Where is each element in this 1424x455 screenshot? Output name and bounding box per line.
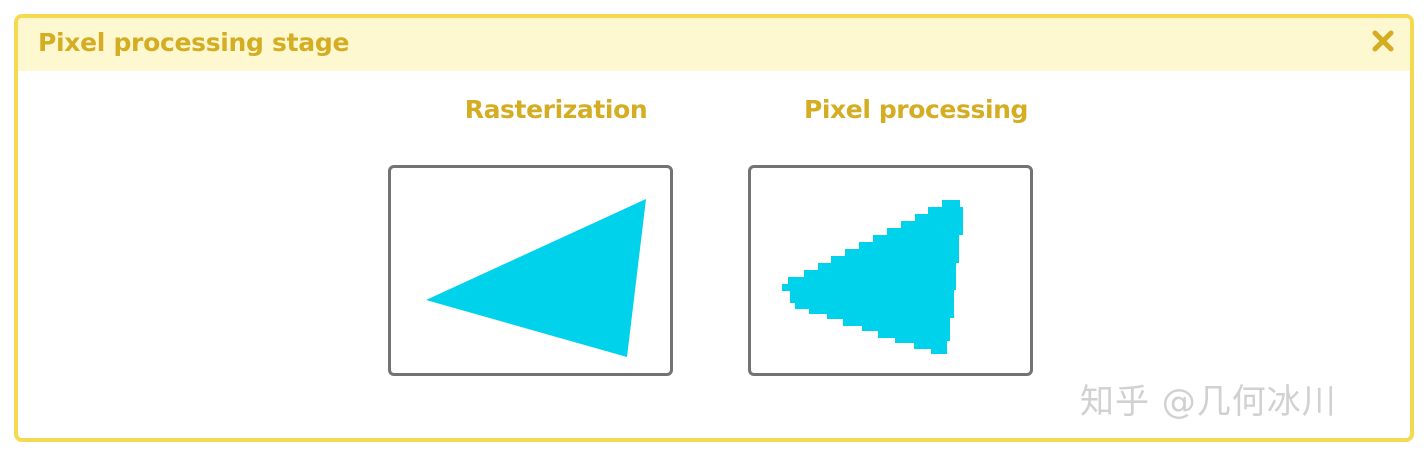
watermark-text: 知乎 @几何冰川 [1080,382,1337,422]
smooth-triangle [426,199,646,357]
rasterization-frame [388,165,673,376]
pixel-processing-panel: Pixel processing stage Rasterization Pix… [14,14,1414,442]
pixel-processing-frame [748,165,1033,376]
pixel-processing-canvas [782,200,963,354]
panel-title: Pixel processing stage [38,28,350,57]
rasterization-canvas [426,199,646,357]
pixelated-triangle [782,200,963,354]
panel-header: Pixel processing stage [18,18,1410,71]
pixel-processing-label: Pixel processing [803,95,1029,124]
close-icon[interactable] [1370,28,1396,54]
rasterization-label: Rasterization [464,95,648,124]
